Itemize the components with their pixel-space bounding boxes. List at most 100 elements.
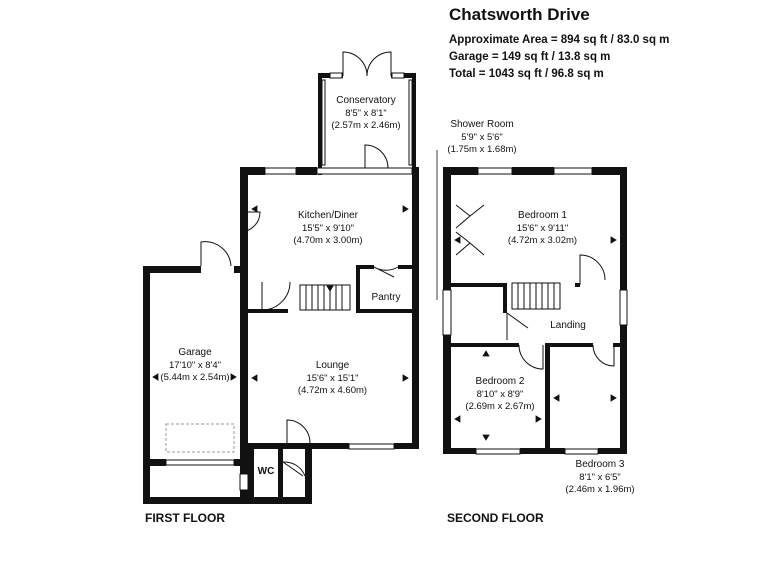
door-swing [364,144,389,169]
room-dimensions-metric: (5.44m x 2.54m) [160,372,230,383]
measure-arrow [535,415,542,423]
room-name: Conservatory [336,95,396,106]
room-shower: Shower Room 5'9" x 5'6" (1.75m x 1.68m) [443,119,521,157]
wall [412,75,416,175]
window [442,289,452,336]
room-dimensions-imperial: 15'6" x 9'11" [516,222,569,234]
approx-area-text: Approximate Area = 894 sq ft / 83.0 sq m [449,34,670,46]
wall [512,167,554,175]
room-dimensions-imperial: 8'10" x 8'9" [476,388,524,400]
door-swing [239,211,261,233]
room-dimensions-imperial: 17'10" x 8'4" [168,359,222,371]
room-dimensions-metric: (2.57m x 2.46m) [331,120,401,131]
room-name: Landing [550,320,586,331]
room-dimensions-metric: (2.69m x 2.67m) [465,401,535,412]
room-name: Lounge [315,360,350,371]
room-name: WC [257,466,275,477]
wall [305,443,312,504]
window [321,79,326,166]
room-dimensions-metric: (4.70m x 3.00m) [293,235,363,246]
wall [356,265,360,313]
measure-arrow [251,374,258,382]
measure-arrow [454,415,461,423]
room-bedroom-3: Bedroom 3 8'1" x 6'5" (2.46m x 1.96m) [555,459,645,497]
door-swing [506,312,529,340]
wall [575,283,580,287]
room-dimensions-imperial: 8'5" x 8'1" [345,107,387,119]
window [391,72,405,79]
wall [248,309,288,313]
total-area-text: Total = 1043 sq ft / 96.8 sq m [449,68,604,80]
wall [598,448,627,454]
first-floor-label: FIRST FLOOR [145,511,225,525]
second-floor-label: SECOND FLOOR [447,511,544,525]
wall [240,167,265,175]
wall [503,283,507,313]
wall [451,283,503,287]
window [316,167,413,175]
measure-arrow [152,373,159,381]
wall [592,167,627,175]
window [475,448,521,455]
measure-arrow [553,394,560,402]
door-swing [261,281,291,311]
measure-arrow [454,236,461,244]
door-swing [200,241,232,267]
room-dimensions-imperial: 8'1" x 6'5" [579,471,621,483]
door-swing [579,254,606,285]
property-title: Chatsworth Drive [449,5,590,24]
wall [143,266,150,504]
room-wc: WC [253,466,279,479]
door-swing [592,344,615,367]
window [564,448,599,455]
room-pantry: Pantry [361,292,411,305]
room-name: Garage [178,347,212,358]
measure-arrow [230,373,237,381]
room-name: Pantry [371,292,401,303]
measure-arrow [402,205,409,213]
measure-arrow [326,285,334,292]
room-dimensions-metric: (2.46m x 1.96m) [565,484,635,495]
wall [520,448,565,454]
measure-arrow [482,434,490,441]
window [348,443,395,450]
wall [143,266,201,273]
garage-area-text: Garage = 149 sq ft / 13.8 sq m [449,51,611,63]
window [165,459,235,466]
wall [240,167,248,504]
garage-door-outline [165,423,235,453]
wall [318,75,322,175]
wall [443,167,478,175]
window [553,167,593,175]
door-swing [366,51,392,77]
room-dimensions-imperial: 5'9" x 5'6" [461,131,503,143]
wall [545,343,550,454]
door-swing [373,266,399,278]
door-swing [282,461,306,477]
wall [296,167,317,175]
wall [394,443,419,449]
window [329,72,343,79]
wall [451,343,519,347]
room-bedroom-1: Bedroom 1 15'6" x 9'11" (4.72m x 3.02m) [490,210,595,248]
room-lounge: Lounge 15'6" x 15'1" (4.72m x 4.60m) [280,360,385,398]
room-conservatory: Conservatory 8'5" x 8'1" (2.57m x 2.46m) [320,95,412,133]
wall [412,167,419,449]
door-swing [518,344,544,370]
room-name: Bedroom 3 [575,459,625,470]
wall [613,343,620,347]
measure-arrow [610,236,617,244]
window [619,289,628,326]
wall [143,459,166,466]
measure-arrow [610,394,617,402]
wall [356,309,412,313]
wall [248,443,254,504]
wall [278,443,283,504]
room-landing: Landing [543,320,593,333]
window [239,473,249,491]
window [477,167,513,175]
wall [143,497,240,504]
room-name: Shower Room [450,119,514,130]
wall [398,265,412,269]
room-name: Kitchen/Diner [297,210,359,221]
